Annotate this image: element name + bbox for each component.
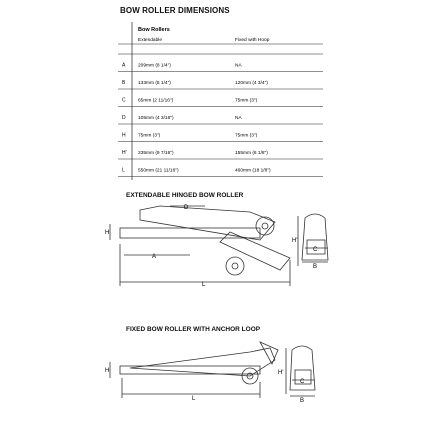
table-row-fixed: 155mm (6 1/8") [235, 150, 268, 156]
table-row-extendable: 235mm (9 7/16") [138, 150, 174, 156]
table-row-fixed: 75mm (3") [235, 133, 258, 139]
table-row-key: H [122, 133, 126, 139]
table-row-fixed: NA [235, 63, 242, 69]
col-extendable: Extendable [138, 37, 162, 43]
dim-fixed-c: C [300, 379, 305, 385]
table-row-key: L [122, 168, 125, 174]
table-row-fixed: NA [235, 115, 242, 121]
dim-c: C [313, 247, 318, 253]
table-row-fixed: 75mm (3") [235, 98, 258, 104]
page-title: BOW ROLLER DIMENSIONS [120, 6, 230, 15]
table-row-key: B [122, 80, 126, 86]
table-row-fixed: 120mm (4 3/4") [235, 80, 268, 86]
dim-fixed-hp: H' [278, 370, 283, 376]
table-row-key: C [122, 98, 126, 104]
table-row-fixed: 460mm (18 1/8") [235, 168, 271, 174]
table-row-extendable: 209mm (8 1/4") [138, 63, 171, 69]
section-hinged-title: EXTENDABLE HINGED BOW ROLLER [126, 192, 244, 199]
dim-b: B [313, 264, 317, 270]
table-heading: Bow Rollers [138, 27, 170, 33]
section-fixed-title: FIXED BOW ROLLER WITH ANCHOR LOOP [126, 326, 261, 333]
dim-fixed-h: H [105, 368, 109, 374]
table-row-key: D [122, 115, 126, 121]
dimension-table: Bow Rollers Extendable Fixed with Hoop A… [118, 22, 323, 180]
table-row-key: A [122, 63, 126, 69]
table-row-extendable: 105mm (4 3/16") [138, 115, 174, 121]
dim-fixed-b: B [300, 398, 304, 404]
table-row-key: H' [122, 150, 127, 156]
table-row-extendable: 65mm (2 11/16") [138, 98, 174, 104]
col-fixed: Fixed with Hoop [235, 37, 270, 43]
dim-hp: H' [292, 238, 297, 244]
table-row-extendable: 550mm (21 11/16") [138, 168, 179, 174]
table-row-extendable: 75mm (3") [138, 133, 161, 139]
table-row-extendable: 133mm (5 1/4") [138, 80, 171, 86]
dim-h: H [105, 230, 109, 236]
fixed-roller-drawing: H L H' C B [105, 341, 316, 404]
dim-l: L [202, 282, 206, 288]
dim-d: D [184, 205, 189, 211]
dim-fixed-l: L [192, 396, 196, 402]
dim-a: A [152, 254, 156, 260]
hinged-roller-drawing: H A D L H' C B [105, 205, 329, 288]
